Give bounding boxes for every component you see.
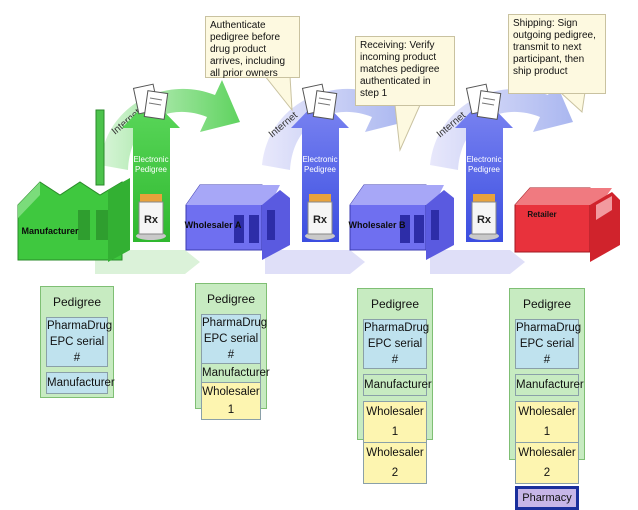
retailer-building: Retailer	[514, 187, 620, 262]
pedigree-entry-pharmacy: Pharmacy	[515, 486, 579, 510]
rx-bottle-icon-1: Rx	[136, 194, 166, 240]
pedigree-title: Pedigree	[370, 297, 420, 311]
pedigree-drug: PharmaDrug EPC serial #	[363, 319, 430, 369]
callout-authenticate-text: Authenticate pedigree before drug produc…	[210, 20, 286, 79]
pedigree-drug-name: PharmaDrug	[364, 322, 430, 334]
pedigree-serial: EPC serial #	[203, 333, 259, 361]
pedigree-drug-name: PharmaDrug	[47, 320, 113, 332]
pedigree-arrow-2: Electronic Pedigree	[291, 98, 349, 242]
retailer-label: Retailer	[527, 210, 556, 219]
pedigree-drug-name: PharmaDrug	[202, 317, 268, 329]
rx-bottle-icon-3: Rx	[469, 194, 499, 240]
pedigree-drug: PharmaDrug EPC serial #	[201, 314, 268, 364]
pedigree-entry-manufacturer: Manufacturer	[201, 364, 270, 383]
svg-text:Pedigree: Pedigree	[304, 165, 337, 174]
wholesaler-a-building: Wholesaler A	[185, 184, 290, 260]
wholesaler-a-label: Wholesaler A	[185, 220, 242, 230]
wholesaler-b-building: Wholesaler B	[348, 184, 454, 260]
svg-text:Pedigree: Pedigree	[468, 165, 501, 174]
internet-arrow-3	[430, 80, 573, 170]
document-icon-2	[301, 83, 338, 120]
pedigree-title: Pedigree	[206, 292, 256, 306]
manufacturer-building: Manufacturer	[17, 109, 130, 262]
svg-text:Electronic: Electronic	[466, 155, 501, 164]
document-icon-1	[132, 83, 169, 120]
svg-text:Pedigree: Pedigree	[135, 165, 168, 174]
svg-text:Electronic: Electronic	[133, 155, 168, 164]
callout-authenticate: Authenticate pedigree before drug produc…	[205, 16, 300, 79]
svg-text:Electronic: Electronic	[302, 155, 337, 164]
manufacturer-label: Manufacturer	[21, 226, 79, 236]
pedigree-box-wholesaler-b: Pedigree PharmaDrug EPC serial # Manufac…	[357, 288, 433, 484]
pedigree-entry-wholesaler-1: Wholesaler 1	[515, 401, 579, 443]
pedigree-box-retailer: Pedigree PharmaDrug EPC serial # Manufac…	[509, 288, 585, 510]
pedigree-title: Pedigree	[52, 295, 102, 309]
pedigree-serial: EPC serial #	[367, 338, 423, 366]
svg-text:Rx: Rx	[313, 214, 328, 226]
pedigree-serial: EPC serial #	[49, 336, 105, 364]
pedigree-arrow-1: Electronic Pedigree	[122, 98, 180, 242]
flow-band-3	[430, 250, 525, 274]
internet-arrow-1	[100, 80, 240, 170]
callout-pointer-1	[263, 75, 293, 112]
flow-band-2	[265, 250, 365, 274]
pedigree-entry-wholesaler-2: Wholesaler 2	[363, 443, 427, 484]
pedigree-arrow-3: Electronic Pedigree	[455, 98, 513, 242]
pedigree-entry-manufacturer: Manufacturer	[46, 372, 115, 394]
svg-text:Rx: Rx	[477, 214, 492, 226]
pedigree-drug: PharmaDrug EPC serial #	[515, 319, 582, 369]
pedigree-drug-name: PharmaDrug	[516, 322, 582, 334]
pedigree-serial: EPC serial #	[519, 338, 575, 366]
rx-bottle-icon-2: Rx	[305, 194, 335, 240]
pedigree-title: Pedigree	[522, 297, 572, 311]
pedigree-entry-wholesaler-1: Wholesaler 1	[363, 401, 427, 443]
svg-text:Rx: Rx	[144, 214, 159, 226]
pedigree-entry-manufacturer: Manufacturer	[363, 374, 432, 396]
callout-shipping: Shipping: Sign outgoing pedigree, transm…	[508, 14, 606, 94]
callout-shipping-text: Shipping: Sign outgoing pedigree, transm…	[513, 18, 596, 77]
pedigree-entry-wholesaler-1: Wholesaler 1	[201, 383, 261, 420]
pedigree-entry-manufacturer: Manufacturer	[515, 374, 584, 396]
pedigree-drug: PharmaDrug EPC serial #	[46, 317, 113, 367]
pedigree-box-manufacturer: Pedigree PharmaDrug EPC serial # Manufac…	[40, 286, 115, 398]
document-icon-3	[465, 83, 502, 120]
wholesaler-b-label: Wholesaler B	[348, 220, 406, 230]
callout-receiving: Receiving: Verify incoming product match…	[355, 36, 455, 106]
callout-pointer-2	[394, 104, 421, 152]
pedigree-box-wholesaler-a: Pedigree PharmaDrug EPC serial # Manufac…	[195, 283, 270, 420]
callout-receiving-text: Receiving: Verify incoming product match…	[360, 40, 440, 99]
